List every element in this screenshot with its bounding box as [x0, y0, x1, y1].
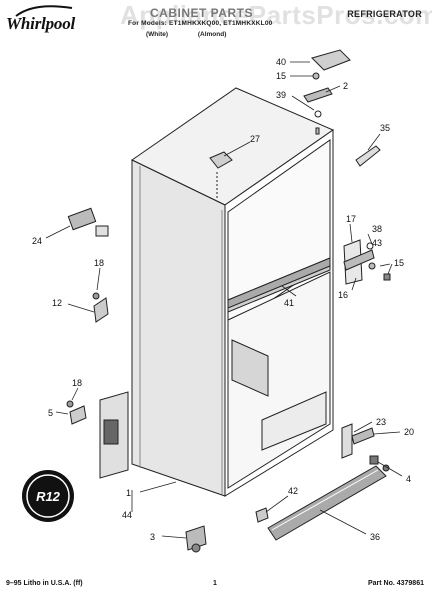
- callout-15-top: 15: [276, 71, 286, 81]
- part-35-hinge-pin: [355, 145, 381, 167]
- callout-44: 44: [122, 510, 132, 520]
- callout-38: 38: [372, 224, 382, 234]
- page-title: CABINET PARTS: [150, 6, 253, 20]
- callout-18-lower: 18: [72, 378, 82, 388]
- callout-labels: 40 15 2 39 35 27 24 17 38 43 15 18 41 16…: [32, 57, 414, 542]
- callout-5: 5: [48, 408, 53, 418]
- callout-41: 41: [284, 298, 294, 308]
- color-variants: (White) (Almond): [146, 31, 254, 38]
- callout-42: 42: [288, 486, 298, 496]
- part-24-door-stop: [67, 207, 109, 237]
- callout-43: 43: [372, 238, 382, 248]
- r12-badge: R12: [22, 470, 74, 522]
- watermark: AppliancePartsPros.com: [120, 0, 432, 30]
- callout-24: 24: [32, 236, 42, 246]
- callout-17: 17: [346, 214, 356, 224]
- callout-12: 12: [52, 298, 62, 308]
- callout-39: 39: [276, 90, 286, 100]
- part-bottom-hinge: [341, 423, 379, 465]
- part-12-screw-bracket: [92, 292, 109, 323]
- cabinet-body: [131, 87, 335, 497]
- callout-27: 27: [250, 134, 260, 144]
- footer-print-info: 9–95 Litho in U.S.A. (ff): [6, 580, 83, 587]
- callout-1: 1: [126, 488, 131, 498]
- callout-3: 3: [150, 532, 155, 542]
- footer-page-number: 1: [213, 580, 217, 587]
- leader-lines: [45, 61, 403, 539]
- callout-4: 4: [406, 474, 411, 484]
- variant-almond: (Almond): [197, 31, 227, 38]
- category-label: REFRIGERATOR: [347, 9, 422, 19]
- callout-2: 2: [343, 81, 348, 91]
- callout-23: 23: [376, 417, 386, 427]
- badge-label: R12: [36, 489, 61, 504]
- callout-18-upper: 18: [94, 258, 104, 268]
- callout-20: 20: [404, 427, 414, 437]
- brand-logo: Whirlpool: [6, 14, 76, 33]
- callout-36: 36: [370, 532, 380, 542]
- callout-35: 35: [380, 123, 390, 133]
- part-42-clip: [255, 507, 269, 523]
- footer-part-number: Part No. 4379861: [367, 580, 424, 587]
- part-36-toe-grille: [267, 464, 390, 541]
- logo-swoosh-icon: [15, 5, 73, 17]
- part-41-divider-trim: [227, 257, 331, 309]
- callout-16: 16: [338, 290, 348, 300]
- part-left-hinge-bracket: [99, 391, 129, 479]
- part-27-plug: [209, 151, 233, 198]
- callout-40: 40: [276, 57, 286, 67]
- model-numbers: For Models: ET1MHKXKQ00, ET1MHKXKL00: [128, 20, 273, 27]
- part-40-hinge-cover: [311, 49, 351, 71]
- part-5-bracket: [66, 400, 87, 425]
- part-middle-hinge: [343, 239, 391, 285]
- variant-white: (White): [146, 31, 169, 38]
- callout-15-mid: 15: [394, 258, 404, 268]
- part-3-roller: [185, 525, 207, 553]
